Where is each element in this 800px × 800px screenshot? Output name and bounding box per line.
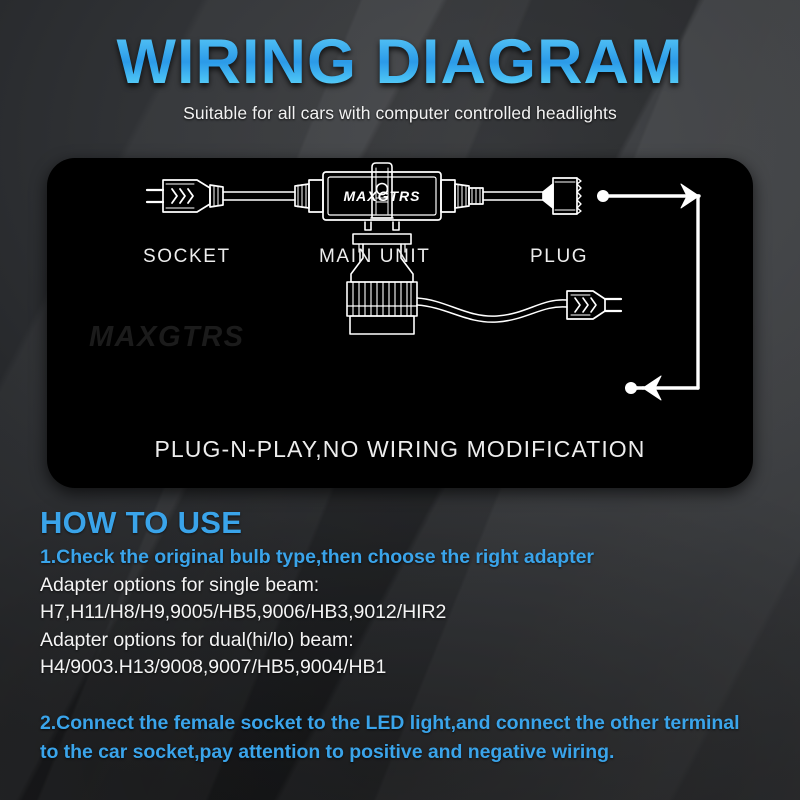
- brand-watermark: MAXGTRS: [89, 321, 245, 353]
- step-1-text: 1.Check the original bulb type,then choo…: [40, 546, 594, 568]
- diagram-caption: PLUG-N-PLAY,NO WIRING MODIFICATION: [154, 436, 646, 462]
- main-unit-icon: MAXGTRS: [322, 171, 442, 221]
- bulb-plug-icon: [566, 290, 623, 320]
- page-subtitle: Suitable for all cars with computer cont…: [183, 103, 617, 124]
- socket-label: SOCKET: [143, 246, 231, 267]
- dual-beam-values: H4/9003.H13/9008,9007/HB5,9004/HB1: [40, 656, 387, 678]
- main-unit-label-text: MAIN UNIT: [319, 246, 431, 267]
- page-title: WIRING DIAGRAM: [0, 0, 800, 94]
- how-to-use-title: HOW TO USE: [40, 505, 243, 540]
- led-bulb-icon: [346, 162, 418, 335]
- single-beam-values: H7,H11/H8/H9,9005/HB5,9006/HB3,9012/HIR2: [40, 601, 447, 623]
- step-2-text-line-1: 2.Connect the female socket to the LED l…: [40, 711, 740, 734]
- step-2-text-line-2: to the car socket,pay attention to posit…: [40, 741, 615, 763]
- diagram-panel: MAXGTRS: [47, 158, 753, 488]
- cable-ferrule-right-icon: [440, 179, 484, 213]
- socket-connector-icon: [145, 179, 224, 213]
- plug-label: PLUG: [530, 246, 589, 267]
- step-2-block: 2.Connect the female socket to the LED l…: [40, 710, 776, 767]
- wiring-diagram-graphic: MAXGTRS: [145, 162, 701, 401]
- flow-arrow-top-icon: [597, 183, 701, 209]
- main-unit-label: MAXGTRS: [344, 188, 421, 204]
- cable-ferrule-left-icon: [294, 179, 324, 213]
- how-to-use-section: HOW TO USE 1.Check the original bulb typ…: [40, 505, 776, 767]
- dual-beam-label: Adapter options for dual(hi/lo) beam:: [40, 628, 354, 651]
- header: WIRING DIAGRAM Suitable for all cars wit…: [0, 0, 800, 124]
- plug-connector-icon: [542, 177, 582, 215]
- single-beam-label: Adapter options for single beam:: [40, 573, 320, 596]
- flow-arrow-bottom-icon: [625, 375, 700, 401]
